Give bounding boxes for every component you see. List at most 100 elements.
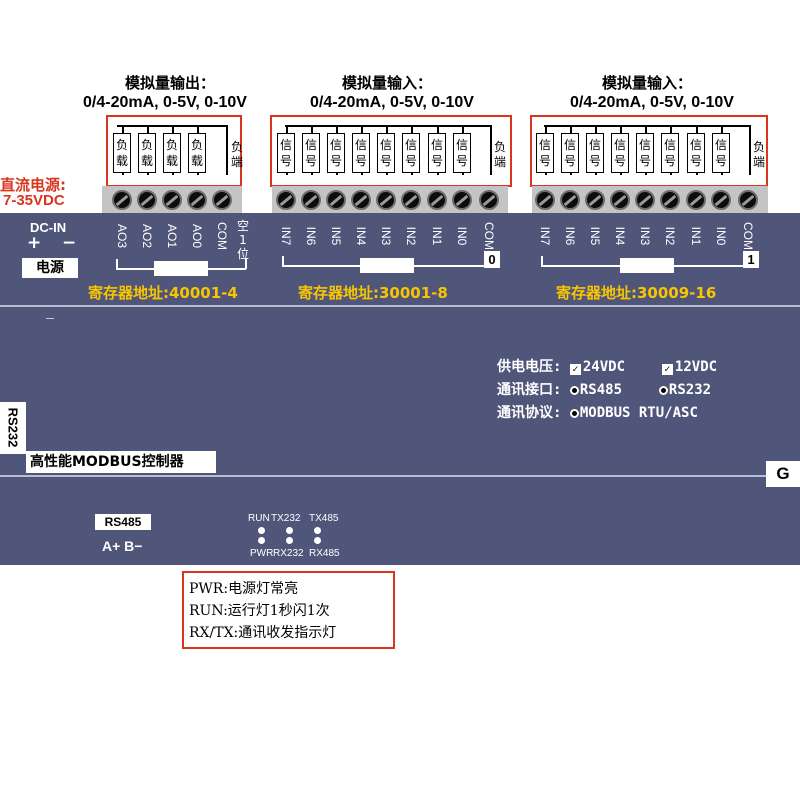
ground-terminal[interactable]: G (766, 461, 800, 487)
comm-protocol-label: 通讯协议: (497, 405, 562, 421)
load-ao3: 负载 (113, 133, 131, 173)
label-ai2-com: COM (741, 222, 755, 250)
screw-ai1-in4[interactable] (351, 190, 371, 210)
label-ai1-in5: IN5 (329, 226, 343, 246)
screw-ai1-in2[interactable] (401, 190, 421, 210)
label-ai1-in1: IN1 (430, 226, 444, 246)
led-rx232 (286, 537, 293, 544)
screw-ai2-com[interactable] (738, 190, 758, 210)
label-ai1-in0: IN0 (455, 226, 469, 246)
screw-ai1-in5[interactable] (326, 190, 346, 210)
rs485-radio-icon[interactable] (569, 386, 579, 395)
label-ao3: AO3 (115, 223, 129, 249)
signal-ai1-in0: 信号 (453, 133, 471, 173)
signal-ai2-in6: 信号 (561, 133, 579, 173)
panel-mark (46, 318, 54, 319)
supply-voltage-label: 供电电压: (497, 359, 562, 375)
signal-ai2-in5: 信号 (586, 133, 604, 173)
rs232-radio-icon[interactable] (658, 386, 668, 395)
led-tx232 (286, 527, 293, 534)
led-label-rx485: RX485 (309, 548, 340, 559)
label-ai1-com: COM (482, 222, 496, 250)
supply-voltage-row: 供电电压: ✓24VDC ✓12VDC (497, 356, 717, 376)
legend-rxtx: RX/TX:通讯收发指示灯 (189, 625, 337, 641)
ai2-header-range: 0/4-20mA, 0-5V, 0-10V (570, 94, 734, 111)
dc-voltage-range: 7-35VDC (3, 192, 65, 209)
screw-ao-com[interactable] (212, 190, 232, 210)
screw-ai2-in3[interactable] (635, 190, 655, 210)
signal-ai1-in4: 信号 (352, 133, 370, 173)
screw-ai2-in6[interactable] (560, 190, 580, 210)
screw-ao2[interactable] (137, 190, 157, 210)
screw-ai2-in0[interactable] (711, 190, 731, 210)
label-ai2-in6: IN6 (563, 226, 577, 246)
screw-ai2-in4[interactable] (610, 190, 630, 210)
ao-bracket-tab (154, 261, 208, 276)
led-label-pwr: PWR (250, 548, 274, 559)
screw-ai1-com[interactable] (479, 190, 499, 210)
dc-minus: − (62, 233, 77, 253)
rs232-side-label: RS232 (5, 407, 21, 448)
group-1-badge: 1 (743, 251, 759, 268)
ai1-bracket-tab (360, 258, 414, 273)
ai2-neg-end-label: 负端 (752, 140, 765, 169)
signal-ai1-in3: 信号 (377, 133, 395, 173)
ai1-common-wire (285, 125, 491, 127)
led-tx485 (314, 527, 321, 534)
screw-ai1-in1[interactable] (427, 190, 447, 210)
rs485-port-label: RS485 (95, 514, 151, 530)
ai1-com-wire (490, 125, 492, 175)
dc-in-label: DC-IN (30, 220, 67, 235)
supply-12v-label: 12VDC (674, 359, 718, 375)
led-run (258, 527, 265, 534)
ai2-bracket-tab (620, 258, 674, 273)
ai2-com-wire (749, 125, 751, 175)
led-label-tx485: TX485 (309, 513, 339, 524)
dc-plus: + (27, 233, 42, 253)
screw-ai2-in1[interactable] (686, 190, 706, 210)
led-pwr (258, 537, 265, 544)
screw-ai1-in7[interactable] (276, 190, 296, 210)
ao-header-range: 0/4-20mA, 0-5V, 0-10V (83, 94, 247, 111)
ao-com-wire (226, 125, 228, 175)
screw-ai1-in0[interactable] (452, 190, 472, 210)
ao-header-title: 模拟量输出： (124, 74, 215, 92)
modbus-radio-icon[interactable] (569, 409, 579, 418)
panel-divider (0, 305, 800, 307)
screw-ao3[interactable] (112, 190, 132, 210)
signal-ai1-in6: 信号 (302, 133, 320, 173)
rs232-side-port[interactable] (0, 402, 26, 454)
product-name: 高性能MODBUS控制器 (26, 451, 216, 473)
ao-neg-end-label: 负端 (230, 140, 243, 169)
register-address-ai2: 寄存器地址:30009-16 (556, 284, 717, 302)
label-ai2-in5: IN5 (588, 226, 602, 246)
screw-ai1-in6[interactable] (301, 190, 321, 210)
comm-interface-label: 通讯接口: (497, 382, 562, 398)
led-rx485 (314, 537, 321, 544)
rs485-option-label: RS485 (579, 382, 623, 398)
load-ao1: 负载 (163, 133, 181, 173)
legend-run: RUN:运行灯1秒闪1次 (189, 603, 330, 619)
screw-ao1[interactable] (162, 190, 182, 210)
load-ao0: 负载 (188, 133, 206, 173)
register-address-ao: 寄存器地址:40001-4 (88, 284, 238, 302)
screw-ao0[interactable] (187, 190, 207, 210)
rs232-option-label: RS232 (668, 382, 712, 398)
signal-ai1-in2: 信号 (402, 133, 420, 173)
signal-ai1-in1: 信号 (428, 133, 446, 173)
ai1-header-title: 模拟量输入： (341, 74, 432, 92)
ai1-header-range: 0/4-20mA, 0-5V, 0-10V (310, 94, 474, 111)
signal-ai2-in3: 信号 (636, 133, 654, 173)
screw-ai2-in5[interactable] (585, 190, 605, 210)
supply-12v-checkbox[interactable]: ✓ (661, 364, 673, 375)
ai2-common-wire (544, 125, 750, 127)
legend-pwr: PWR:电源灯常亮 (189, 581, 299, 597)
screw-ai1-in3[interactable] (376, 190, 396, 210)
screw-ai2-in2[interactable] (660, 190, 680, 210)
label-ai2-in2: IN2 (663, 226, 677, 246)
label-ao2: AO2 (140, 223, 154, 249)
supply-24v-checkbox[interactable]: ✓ (569, 364, 581, 375)
load-ao2: 负载 (138, 133, 156, 173)
screw-ai2-in7[interactable] (535, 190, 555, 210)
modbus-option-label: MODBUS RTU/ASC (579, 405, 698, 421)
